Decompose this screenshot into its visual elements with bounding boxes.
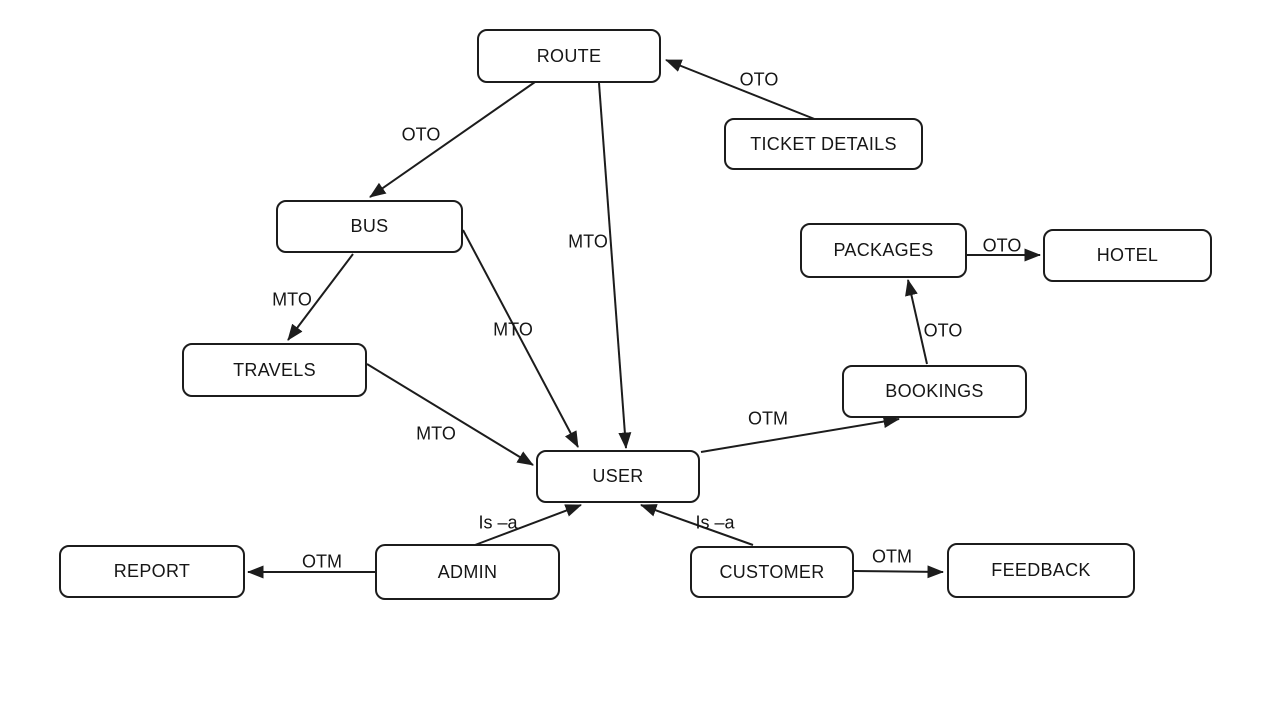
- entity-label-user: USER: [592, 466, 644, 486]
- entity-label-customer: CUSTOMER: [719, 561, 825, 582]
- entity-hotel: HOTEL: [1043, 229, 1212, 282]
- entity-bus: BUS: [276, 200, 463, 253]
- edge-bus-to-user: [462, 229, 579, 448]
- entity-label-bus: BUS: [350, 216, 389, 236]
- edge-bus-to-travels: [287, 253, 354, 341]
- entity-label-feedback: FEEDBACK: [991, 560, 1091, 580]
- edge-route-to-user: [598, 82, 632, 449]
- entity-bookings: BOOKINGS: [842, 365, 1027, 418]
- edge-customer-to-feedback: [853, 565, 944, 579]
- entity-travels: TRAVELS: [182, 343, 367, 397]
- entity-user: USER: [536, 450, 700, 503]
- entity-label-route: ROUTE: [536, 45, 602, 66]
- entity-label-bookings: BOOKINGS: [885, 381, 984, 401]
- entity-label-report: REPORT: [113, 561, 191, 581]
- entity-label-hotel: HOTEL: [1096, 245, 1159, 265]
- edge-user-to-bookings: [700, 415, 900, 453]
- entity-label-packages: PACKAGES: [833, 240, 934, 260]
- edge-customer-to-user: [640, 504, 754, 546]
- entity-label-admin: ADMIN: [437, 561, 498, 582]
- entity-route: ROUTE: [477, 29, 661, 83]
- entity-label-travels: TRAVELS: [233, 359, 316, 380]
- entity-packages: PACKAGES: [800, 223, 967, 278]
- edge-route-to-bus: [369, 81, 536, 198]
- edge-admin-to-user: [474, 504, 582, 546]
- entity-feedback: FEEDBACK: [947, 543, 1135, 598]
- edge-ticket-details-to-route: [665, 59, 818, 121]
- entity-report: REPORT: [59, 545, 245, 598]
- entity-admin: ADMIN: [375, 544, 560, 600]
- edge-bookings-to-packages: [905, 279, 928, 365]
- edge-travels-to-user: [366, 363, 534, 466]
- entity-ticket-details: TICKET DETAILS: [724, 118, 923, 170]
- entity-customer: CUSTOMER: [690, 546, 854, 598]
- entity-label-ticket-details: TICKET DETAILS: [750, 133, 897, 154]
